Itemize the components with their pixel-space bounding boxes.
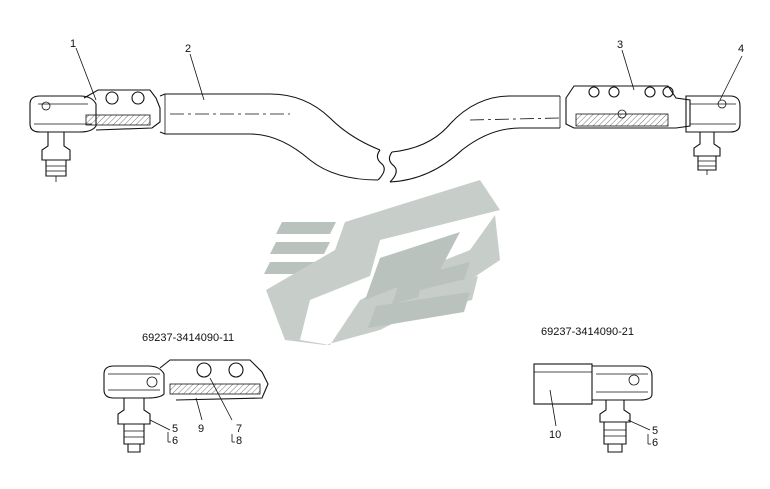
callout-1: 1 bbox=[70, 38, 76, 50]
tie-rod-tube bbox=[159, 93, 561, 183]
right-tie-rod-end bbox=[565, 85, 741, 175]
variant-right-callouts: 10 5 6 bbox=[549, 389, 658, 449]
variant-left-tie-rod-end bbox=[103, 359, 269, 453]
callout-5-left: 5 bbox=[172, 423, 178, 435]
callout-10: 10 bbox=[549, 429, 561, 441]
callout-9: 9 bbox=[198, 423, 204, 435]
variant-left-callouts: 5 6 9 7 8 bbox=[149, 377, 242, 447]
callout-6-left: 6 bbox=[172, 435, 178, 447]
callout-6-right: 6 bbox=[652, 437, 658, 449]
callout-5-right: 5 bbox=[652, 425, 658, 437]
callout-3: 3 bbox=[617, 39, 623, 51]
variant-right-tie-rod-end bbox=[533, 363, 653, 453]
variant-right-part-number: 69237-3414090-21 bbox=[541, 326, 634, 338]
watermark-logo bbox=[264, 180, 500, 345]
callout-4: 4 bbox=[738, 43, 744, 55]
callout-2: 2 bbox=[185, 43, 191, 55]
callout-8: 8 bbox=[236, 435, 242, 447]
main-callouts: 1 2 3 4 bbox=[70, 38, 744, 101]
left-tie-rod-end bbox=[29, 89, 161, 182]
variant-left-part-number: 69237-3414090-11 bbox=[142, 332, 234, 344]
callout-7: 7 bbox=[236, 423, 242, 435]
